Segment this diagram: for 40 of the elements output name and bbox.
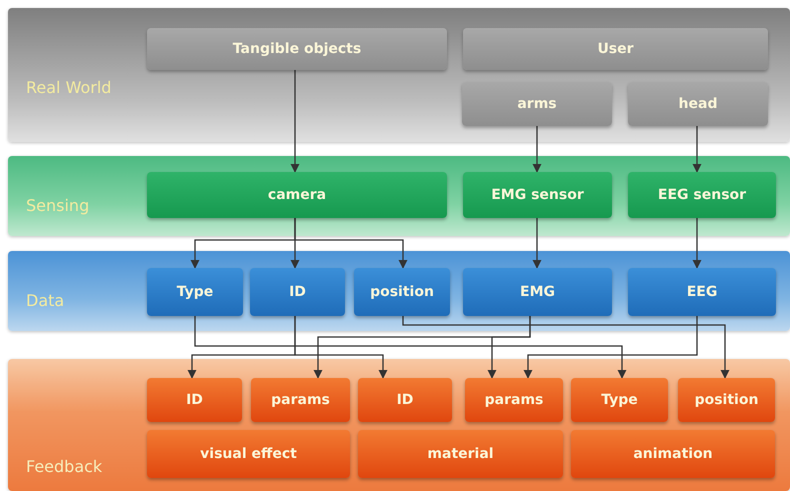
process-box: position [354, 268, 450, 316]
process-box: visual effect [147, 430, 350, 478]
layer-band [8, 359, 790, 491]
process-box: animation [571, 430, 775, 478]
process-box: arms [462, 82, 612, 126]
process-box: ID [358, 378, 452, 422]
process-box: EMG [463, 268, 612, 316]
process-box: User [463, 28, 768, 70]
process-box: EEG [628, 268, 776, 316]
arrow [402, 316, 730, 379]
arrow [692, 218, 702, 269]
layer-label: Feedback [26, 456, 104, 478]
arrow [532, 126, 542, 173]
layer-label: Sensing [26, 195, 90, 217]
arrow [523, 316, 698, 379]
process-box: material [358, 430, 563, 478]
arrow [194, 316, 627, 379]
process-box: camera [147, 172, 447, 218]
layer-band [8, 8, 790, 142]
arrow [290, 70, 300, 173]
arrow [487, 316, 531, 379]
process-box: head [628, 82, 768, 126]
process-box: ID [147, 378, 242, 422]
process-box: params [465, 378, 563, 422]
process-box: EMG sensor [463, 172, 612, 218]
arrow [294, 316, 388, 379]
layer-band [8, 251, 790, 331]
process-box: Type [147, 268, 243, 316]
process-box: Type [571, 378, 668, 422]
layer-label: Data [26, 290, 66, 312]
process-box: Tangible objects [147, 28, 447, 70]
process-box: params [251, 378, 350, 422]
process-box: position [678, 378, 775, 422]
arrow [294, 218, 408, 269]
arrow [532, 218, 542, 269]
process-box: EEG sensor [628, 172, 776, 218]
layer-label: Real World [26, 77, 112, 99]
process-box: ID [250, 268, 345, 316]
layer-band [8, 156, 790, 236]
arrow [692, 126, 702, 173]
